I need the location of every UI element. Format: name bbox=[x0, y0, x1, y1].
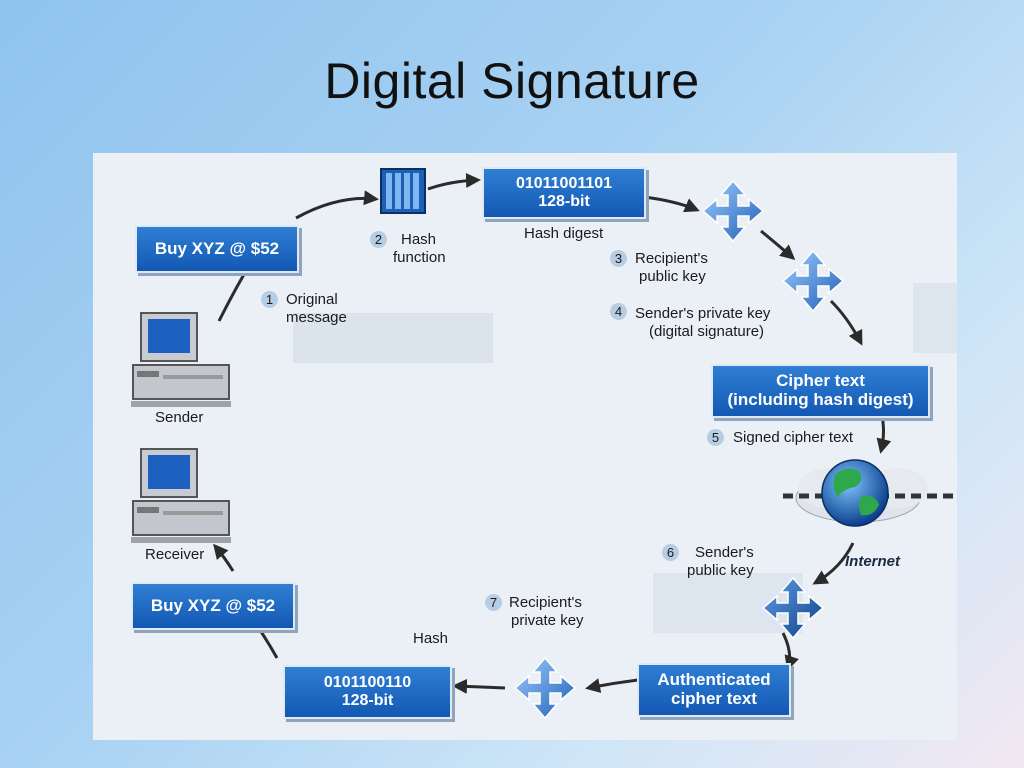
receiver-label: Receiver bbox=[145, 546, 205, 563]
step-6-label: Sender's public key bbox=[687, 544, 754, 580]
step-2-line2: function bbox=[393, 249, 446, 266]
step-4-line1: Sender's private key bbox=[635, 305, 771, 322]
step-3-number: 3 bbox=[610, 250, 627, 267]
step-2-label: Hash function bbox=[393, 231, 446, 267]
internet-label: Internet bbox=[845, 553, 901, 570]
key-diamond-icon bbox=[761, 576, 825, 640]
step-5-number: 5 bbox=[707, 429, 724, 446]
step-1-number: 1 bbox=[261, 291, 278, 308]
cipher-text-subtitle: (including hash digest) bbox=[727, 390, 914, 409]
step-1-label: Original message bbox=[286, 291, 347, 327]
hash-function-icon bbox=[380, 168, 426, 214]
step-7-number: 7 bbox=[485, 594, 502, 611]
globe-cloud-icon bbox=[783, 459, 957, 527]
diagram-figure: Buy XYZ @ $52 01011001101 128-bit Cipher… bbox=[93, 153, 957, 740]
authenticated-cipher-title: Authenticated bbox=[657, 670, 771, 690]
step-4-line2: (digital signature) bbox=[649, 323, 765, 340]
step-6-line1: Sender's bbox=[695, 544, 754, 561]
step-7-line2: private key bbox=[511, 612, 584, 629]
step-5-label: Signed cipher text bbox=[733, 429, 854, 446]
step-1-line2: message bbox=[286, 309, 347, 326]
step-3-line1: Recipient's bbox=[635, 250, 708, 267]
background-scan-shape bbox=[913, 283, 957, 353]
received-message-box: Buy XYZ @ $52 bbox=[131, 582, 295, 630]
arrow-key2-to-cipher bbox=[829, 299, 863, 346]
step-2-number: 2 bbox=[370, 231, 387, 248]
step-2-line1: Hash bbox=[401, 231, 437, 248]
received-message-text: Buy XYZ @ $52 bbox=[150, 595, 276, 615]
key-diamond-icon bbox=[701, 179, 765, 243]
hash-digest-box: 01011001101 128-bit bbox=[482, 167, 646, 219]
key-diamond-icon bbox=[781, 249, 845, 313]
original-message-text: Buy XYZ @ $52 bbox=[154, 238, 280, 258]
arrow-buy-to-receiver bbox=[213, 543, 235, 572]
arrow-key1-to-key2 bbox=[760, 229, 796, 260]
diagram-graphics bbox=[131, 168, 957, 720]
key-diamond-icon bbox=[513, 656, 577, 720]
arrow-hash-to-digest bbox=[427, 172, 481, 191]
hash-label: Hash bbox=[413, 630, 449, 647]
hash-digest-label: Hash digest bbox=[524, 225, 604, 242]
computer-icon bbox=[131, 312, 231, 407]
authenticated-cipher-subtitle: cipher text bbox=[671, 689, 757, 708]
computed-digest-box: 0101100110 128-bit bbox=[283, 665, 452, 719]
step-4-number: 4 bbox=[610, 303, 627, 320]
computer-icon bbox=[131, 448, 231, 543]
step-4-label: Sender's private key (digital signature) bbox=[635, 305, 770, 341]
step-6-number: 6 bbox=[662, 544, 679, 561]
arrow-auth-to-key4 bbox=[585, 678, 639, 694]
step-7-label: Recipient's private key bbox=[509, 594, 584, 630]
slide-title: Digital Signature bbox=[324, 53, 700, 109]
arrow-digest-to-key1 bbox=[643, 195, 700, 213]
background-scan-shape bbox=[293, 313, 493, 363]
step-6-line2: public key bbox=[687, 562, 754, 579]
hash-digest-bits: 01011001101 bbox=[515, 175, 613, 193]
sender-label: Sender bbox=[155, 409, 204, 426]
authenticated-cipher-box: Authenticated cipher text bbox=[637, 663, 791, 717]
hash-digest-size: 128-bit bbox=[538, 193, 590, 210]
step-7-line1: Recipient's bbox=[509, 594, 582, 611]
computed-digest-bits: 0101100110 bbox=[323, 674, 412, 692]
computed-digest-size: 128-bit bbox=[341, 692, 394, 709]
step-3-label: Recipient's public key bbox=[635, 250, 708, 286]
cipher-text-title: Cipher text bbox=[776, 371, 865, 391]
arrow-buy-to-hash bbox=[295, 190, 379, 220]
step-1-line1: Original bbox=[286, 291, 338, 308]
step-3-line2: public key bbox=[639, 268, 706, 285]
arrow-key4-to-digest2 bbox=[452, 678, 506, 694]
cipher-text-box: Cipher text (including hash digest) bbox=[711, 364, 930, 418]
original-message-box: Buy XYZ @ $52 bbox=[135, 225, 299, 273]
arrow-internet-to-key3 bbox=[812, 542, 855, 585]
